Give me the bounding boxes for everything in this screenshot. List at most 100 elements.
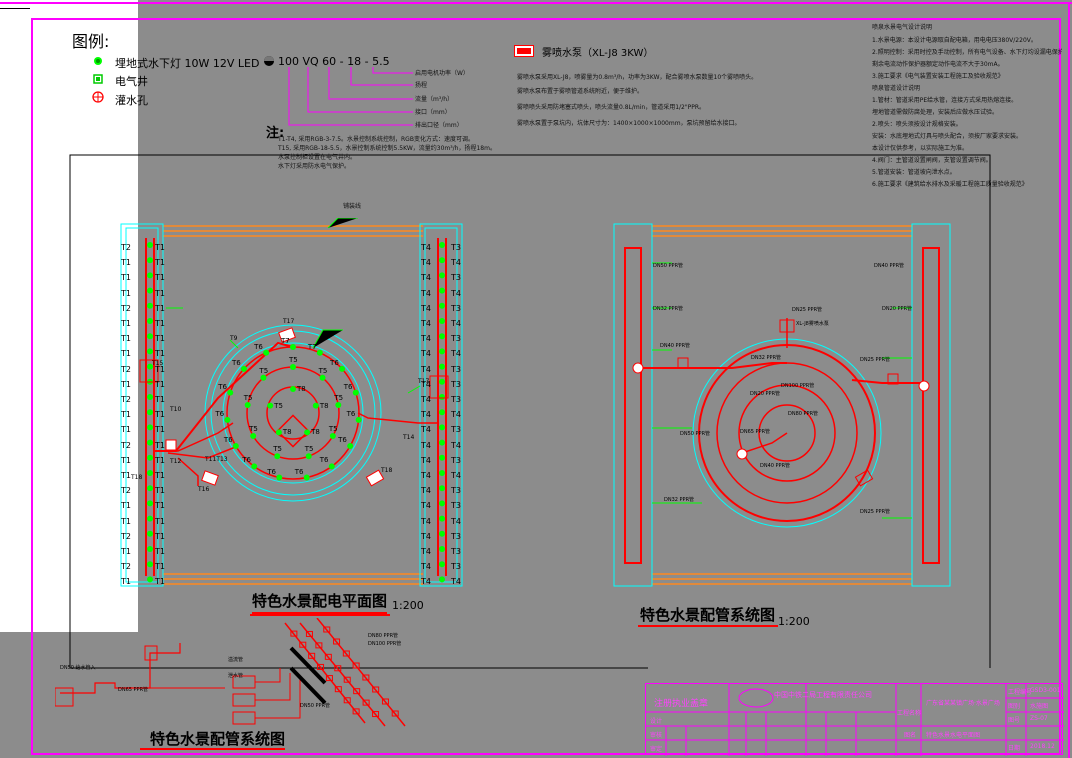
light-tag: T1 xyxy=(155,410,165,420)
light-tag: T1 xyxy=(155,562,165,572)
light-tag: T1 xyxy=(155,486,165,496)
system-label: DN80 PPR管 xyxy=(368,633,399,639)
light-marker xyxy=(439,439,445,446)
nozzle-tap xyxy=(372,686,380,693)
light-tag: T1 xyxy=(121,410,131,420)
ring-light xyxy=(339,365,346,372)
ring-light-tag: T5 xyxy=(304,445,314,454)
light-tag: T4 xyxy=(421,364,431,374)
light-marker xyxy=(439,257,445,264)
light-tag: T1 xyxy=(155,288,165,298)
pipe-label: XL-J8雾喷水泵 xyxy=(796,321,829,327)
callout-tag: T12 xyxy=(170,458,182,465)
pipe-label: DN32 PPR管 xyxy=(751,355,782,361)
light-marker xyxy=(147,530,153,537)
callout-tag: T17 xyxy=(283,318,295,325)
callout-tag: T9 xyxy=(230,335,238,342)
req-line-0: 1.水景电源：本设计电源取自配电箱，用电电压380V/220V。 xyxy=(872,37,1037,44)
tb-project-label: 工程名称 xyxy=(897,710,922,717)
light-tag: T2 xyxy=(121,531,131,541)
light-tag: T4 xyxy=(421,455,431,465)
nozzle-tap xyxy=(372,711,380,718)
panel-top-line xyxy=(0,8,30,9)
light-marker xyxy=(147,576,153,583)
light-markers xyxy=(147,242,445,583)
pipe-label: DN20 PPR管 xyxy=(882,306,913,312)
plan-left-top-label: 铺装线 xyxy=(343,203,362,210)
callout-tag: T10 xyxy=(170,406,182,413)
ring-light xyxy=(260,374,267,381)
note-line-2: 水泵控制柜设置在电气井内。 xyxy=(278,154,357,161)
light-tag: T4 xyxy=(421,288,431,298)
system-label: DN50 给水管入 xyxy=(60,665,96,671)
light-tag: T1 xyxy=(155,531,165,541)
req-line-6: 埋地管道需做防腐处理，安装后应做水压试验。 xyxy=(872,109,999,116)
pump-label: 雾喷水泵（XL-J8 3KW） xyxy=(542,48,654,59)
light-tag: T1 xyxy=(155,501,165,511)
light-marker xyxy=(147,394,153,400)
light-tag: T4 xyxy=(421,501,431,511)
light-tag: T1 xyxy=(155,243,165,252)
light-tag: T4 xyxy=(421,319,431,329)
nozzle-row-4: 排出口径（mm） xyxy=(415,122,463,129)
light-tag: T3 xyxy=(451,303,461,313)
light-marker xyxy=(439,272,445,279)
ring-light xyxy=(304,429,311,436)
tb-r0-v: GSD3-001 xyxy=(1030,687,1061,694)
light-marker xyxy=(147,561,153,568)
light-marker xyxy=(439,333,445,340)
req-line-7: 2.喷头：喷头须按设计规格安装。 xyxy=(872,121,962,128)
light-tag: T4 xyxy=(421,273,431,283)
ring-light-tag: T6 xyxy=(231,358,241,367)
light-tag: T3 xyxy=(451,455,461,465)
light-tag: T4 xyxy=(451,319,461,329)
ring-light-tag: T6 xyxy=(254,342,263,351)
req-line-1: 2.照明控制：采用时控及手动控制，所有电气设备、水下灯均设漏电保护装置。 xyxy=(872,49,1062,56)
light-tag: T3 xyxy=(451,501,461,511)
light-marker xyxy=(147,470,153,476)
bottom-title: 特色水景配管系统图 xyxy=(150,730,286,748)
light-marker xyxy=(147,515,153,522)
ring-light xyxy=(244,402,251,409)
light-tag: T4 xyxy=(421,577,431,587)
callout-tag: T16 xyxy=(198,486,210,493)
bottom-underline xyxy=(140,748,285,750)
nozzle-tap xyxy=(308,652,316,659)
notes-title: 注: xyxy=(266,126,285,141)
light-tag: T4 xyxy=(451,440,461,450)
ring-light xyxy=(303,474,310,481)
ring-light-tag: T8 xyxy=(319,401,329,410)
ring-light xyxy=(328,463,335,470)
light-tag: T1 xyxy=(121,334,131,344)
light-marker xyxy=(439,318,445,324)
light-marker xyxy=(147,439,153,446)
light-marker xyxy=(439,454,445,461)
req-line-3: 3.施工要求《电气装置安装工程施工及验收规范》 xyxy=(872,73,1004,80)
note-line-1: T15, 采用RGB-18-5.5，水景控制系统控制5.5KW，流量约30m³/… xyxy=(278,145,496,152)
title-block: 注册执业盖章 中国中铁二局工程有限责任公司 工程名称 广东省某某镇广场·水景广场… xyxy=(645,683,1064,756)
light-tag: T1 xyxy=(155,319,165,329)
light-tag: T1 xyxy=(155,334,165,344)
ring-light-tag: T7 xyxy=(281,337,290,345)
ring-light-tag: T5 xyxy=(328,425,338,433)
electrical-well-icon xyxy=(93,74,103,84)
light-tag: T4 xyxy=(421,531,431,541)
ring-light xyxy=(347,443,354,449)
light-marker xyxy=(439,485,445,492)
req-line-11: 5.管道安装：管道坡向泄水点。 xyxy=(872,169,956,176)
legend-label-well: 电气井 xyxy=(115,75,148,88)
light-marker xyxy=(147,546,153,552)
light-marker xyxy=(439,242,445,248)
light-tag: T4 xyxy=(451,258,461,268)
light-tag: T2 xyxy=(121,243,131,252)
plan-right-underline xyxy=(638,625,778,627)
light-tag: T4 xyxy=(421,425,431,435)
callout-tag: T17 xyxy=(418,378,430,385)
tb-b2: 审定 xyxy=(650,746,663,753)
plan-right-scale: 1:200 xyxy=(778,615,810,628)
nozzle-tap xyxy=(325,675,333,682)
nozzle-tap xyxy=(333,638,341,645)
light-tag: T1 xyxy=(121,547,131,557)
light-tag: T4 xyxy=(421,547,431,557)
pipe-label: DN25 PPR管 xyxy=(860,509,891,515)
